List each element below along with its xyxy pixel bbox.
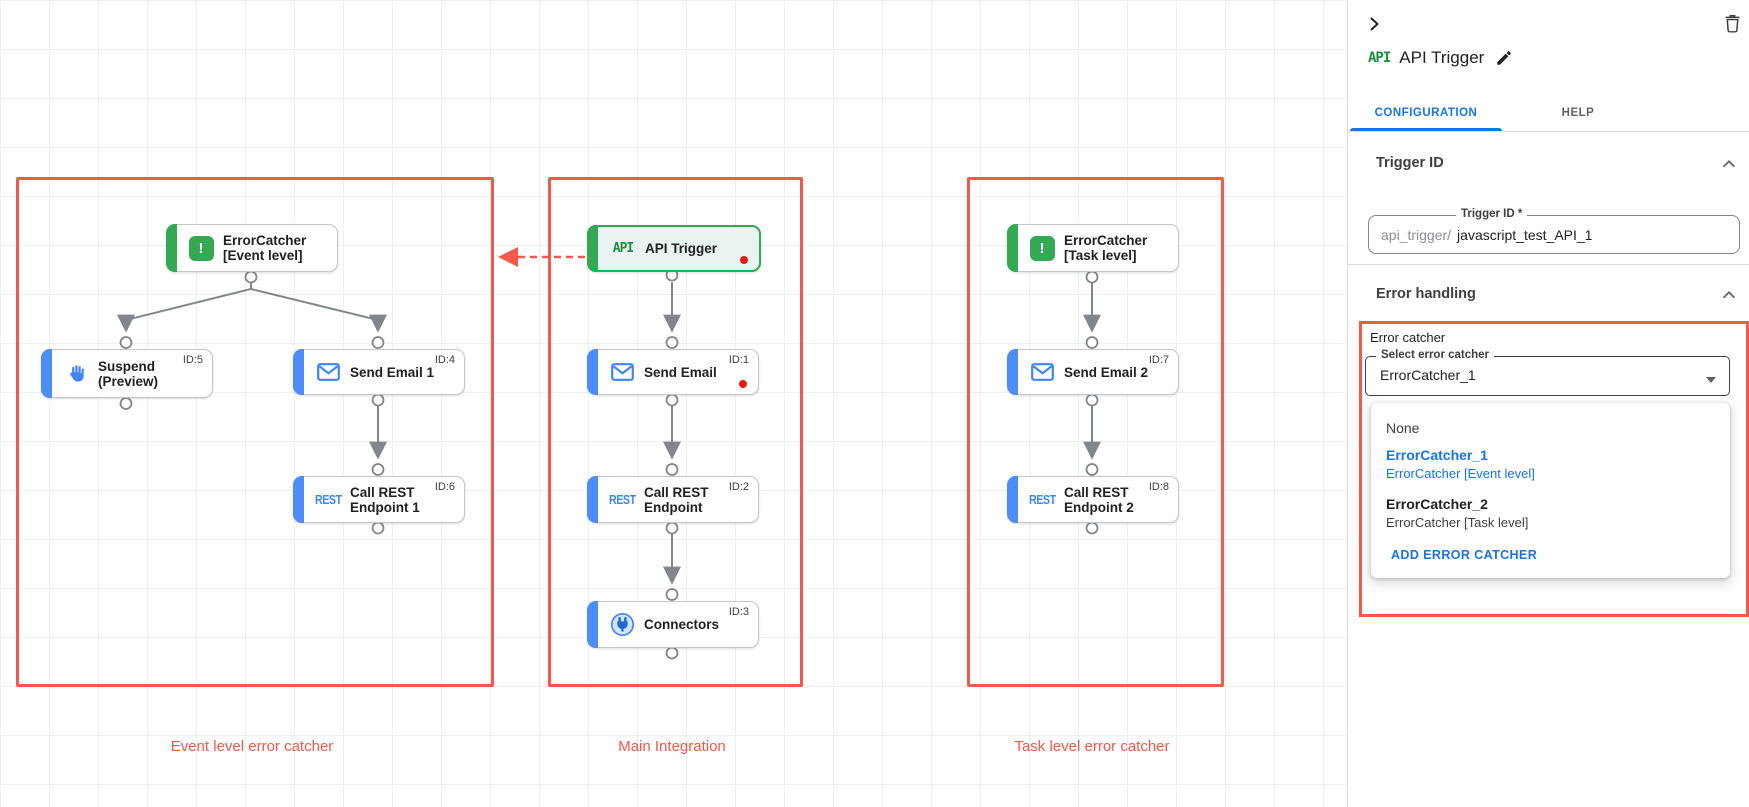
node-label: Call REST Endpoint (644, 484, 709, 515)
error-catcher-label: Error catcher (1370, 330, 1446, 345)
chevron-right-icon (1364, 17, 1384, 37)
node-id-tag: ID:5 (182, 354, 203, 366)
rest-icon: REST (314, 492, 342, 507)
config-panel: API API Trigger CONFIGURATION HELP Trigg… (1347, 0, 1749, 807)
node-label: Suspend (Preview) (98, 358, 159, 389)
node-id-tag: ID:8 (1148, 481, 1169, 493)
node-connectors[interactable]: Connectors ID:3 (587, 601, 759, 648)
group-caption: Task level error catcher (1014, 738, 1170, 755)
node-accent-bar (587, 601, 598, 648)
menu-item-name: ErrorCatcher_1 (1386, 447, 1488, 463)
node-id-tag: ID:2 (728, 481, 749, 493)
node-call-rest-2[interactable]: REST Call REST Endpoint 2 ID:8 (1007, 476, 1179, 523)
chevron-up-icon (1720, 160, 1738, 176)
section-error-handling: Error handling (1376, 286, 1476, 302)
error-icon: ! (1022, 235, 1062, 261)
error-catcher-highlight-box (1359, 321, 1749, 617)
node-id-tag: ID:1 (728, 354, 749, 366)
node-label: Send Email 2 (1064, 364, 1149, 380)
api-trigger-icon: API (1368, 50, 1391, 66)
section-trigger-id: Trigger ID (1376, 155, 1444, 171)
node-call-rest-1[interactable]: REST Call REST Endpoint 1 ID:6 (293, 476, 465, 523)
menu-item-none[interactable]: None (1386, 420, 1420, 436)
email-icon (1022, 363, 1062, 381)
group-box-task-level (967, 177, 1224, 687)
node-id-tag: ID:6 (434, 481, 455, 493)
node-label: Call REST Endpoint 2 (1064, 484, 1134, 515)
node-send-email[interactable]: Send Email ID:1 (587, 349, 759, 395)
node-accent-bar (293, 476, 304, 523)
pencil-icon (1495, 51, 1513, 70)
rest-icon: REST (608, 492, 636, 507)
menu-item-name: ErrorCatcher_2 (1386, 496, 1488, 512)
error-catcher-select[interactable]: Select error catcher ErrorCatcher_1 (1365, 349, 1730, 396)
trash-icon (1722, 15, 1743, 37)
error-catcher-select-label: Select error catcher (1376, 349, 1495, 361)
tab-configuration[interactable]: CONFIGURATION (1348, 95, 1504, 131)
trigger-id-field-label: Trigger ID * (1456, 208, 1528, 220)
node-call-rest[interactable]: REST Call REST Endpoint ID:2 (587, 476, 759, 523)
add-error-catcher-button[interactable]: ADD ERROR CATCHER (1391, 548, 1538, 562)
node-label: ErrorCatcher [Task level] (1064, 233, 1148, 263)
rest-icon: REST (1028, 492, 1056, 507)
group-box-event-level (16, 177, 494, 687)
node-label: API Trigger (645, 241, 718, 256)
node-label: Send Email 1 (350, 364, 435, 380)
node-suspend[interactable]: Suspend (Preview) ID:5 (41, 349, 213, 398)
collapse-error-handling-button[interactable] (1718, 284, 1740, 306)
collapse-trigger-id-button[interactable] (1718, 153, 1740, 175)
node-accent-bar (1007, 224, 1018, 272)
node-id-tag: ID:4 (434, 354, 455, 366)
node-accent-bar (587, 349, 598, 395)
node-label: ErrorCatcher [Event level] (223, 233, 307, 263)
workflow-canvas: !ErrorCatcher [Event level]Suspend (Prev… (0, 0, 1347, 807)
node-accent-bar (293, 349, 304, 395)
caret-down-icon (1705, 371, 1717, 389)
chevron-up-icon (1720, 291, 1738, 307)
node-accent-bar (1007, 476, 1018, 523)
connector-icon (602, 612, 642, 637)
tab-help[interactable]: HELP (1561, 107, 1595, 119)
alert-dot (739, 380, 747, 388)
node-id-tag: ID:3 (728, 606, 749, 618)
error-icon: ! (181, 235, 221, 261)
trigger-id-prefix: api_trigger/ (1381, 226, 1452, 243)
node-label: Call REST Endpoint 1 (350, 484, 420, 515)
email-icon (602, 363, 642, 381)
hand-icon (56, 363, 96, 384)
menu-item-desc: ErrorCatcher [Task level] (1386, 515, 1529, 530)
error-catcher-select-value: ErrorCatcher_1 (1380, 367, 1476, 383)
node-accent-bar (166, 224, 177, 272)
node-label: Send Email (644, 364, 717, 380)
node-label: Connectors (644, 617, 720, 632)
alert-dot (740, 256, 748, 264)
group-caption: Event level error catcher (170, 738, 334, 755)
trigger-id-value: javascript_test_API_1 (1457, 226, 1593, 243)
delete-trigger-button[interactable] (1720, 11, 1745, 36)
panel-tabs: CONFIGURATION HELP (1348, 95, 1749, 132)
node-accent-bar (587, 476, 598, 523)
node-api-trigger[interactable]: API API Trigger (587, 225, 761, 272)
node-accent-bar (41, 349, 52, 398)
group-box-main-integration (548, 177, 803, 687)
group-caption: Main Integration (618, 738, 726, 755)
node-ec-task[interactable]: !ErrorCatcher [Task level] (1007, 224, 1179, 272)
collapse-panel-button[interactable] (1362, 12, 1386, 36)
node-id-tag: ID:7 (1148, 354, 1169, 366)
edit-title-button[interactable] (1493, 47, 1515, 69)
node-accent-bar (587, 225, 598, 272)
email-icon (308, 363, 348, 381)
api-icon: API (612, 241, 635, 256)
trigger-id-field[interactable]: Trigger ID * api_trigger/ javascript_tes… (1368, 208, 1740, 254)
node-accent-bar (1007, 349, 1018, 395)
node-ec-event[interactable]: !ErrorCatcher [Event level] (166, 224, 338, 272)
menu-item-desc: ErrorCatcher [Event level] (1386, 466, 1535, 481)
panel-title: API Trigger (1399, 48, 1485, 67)
